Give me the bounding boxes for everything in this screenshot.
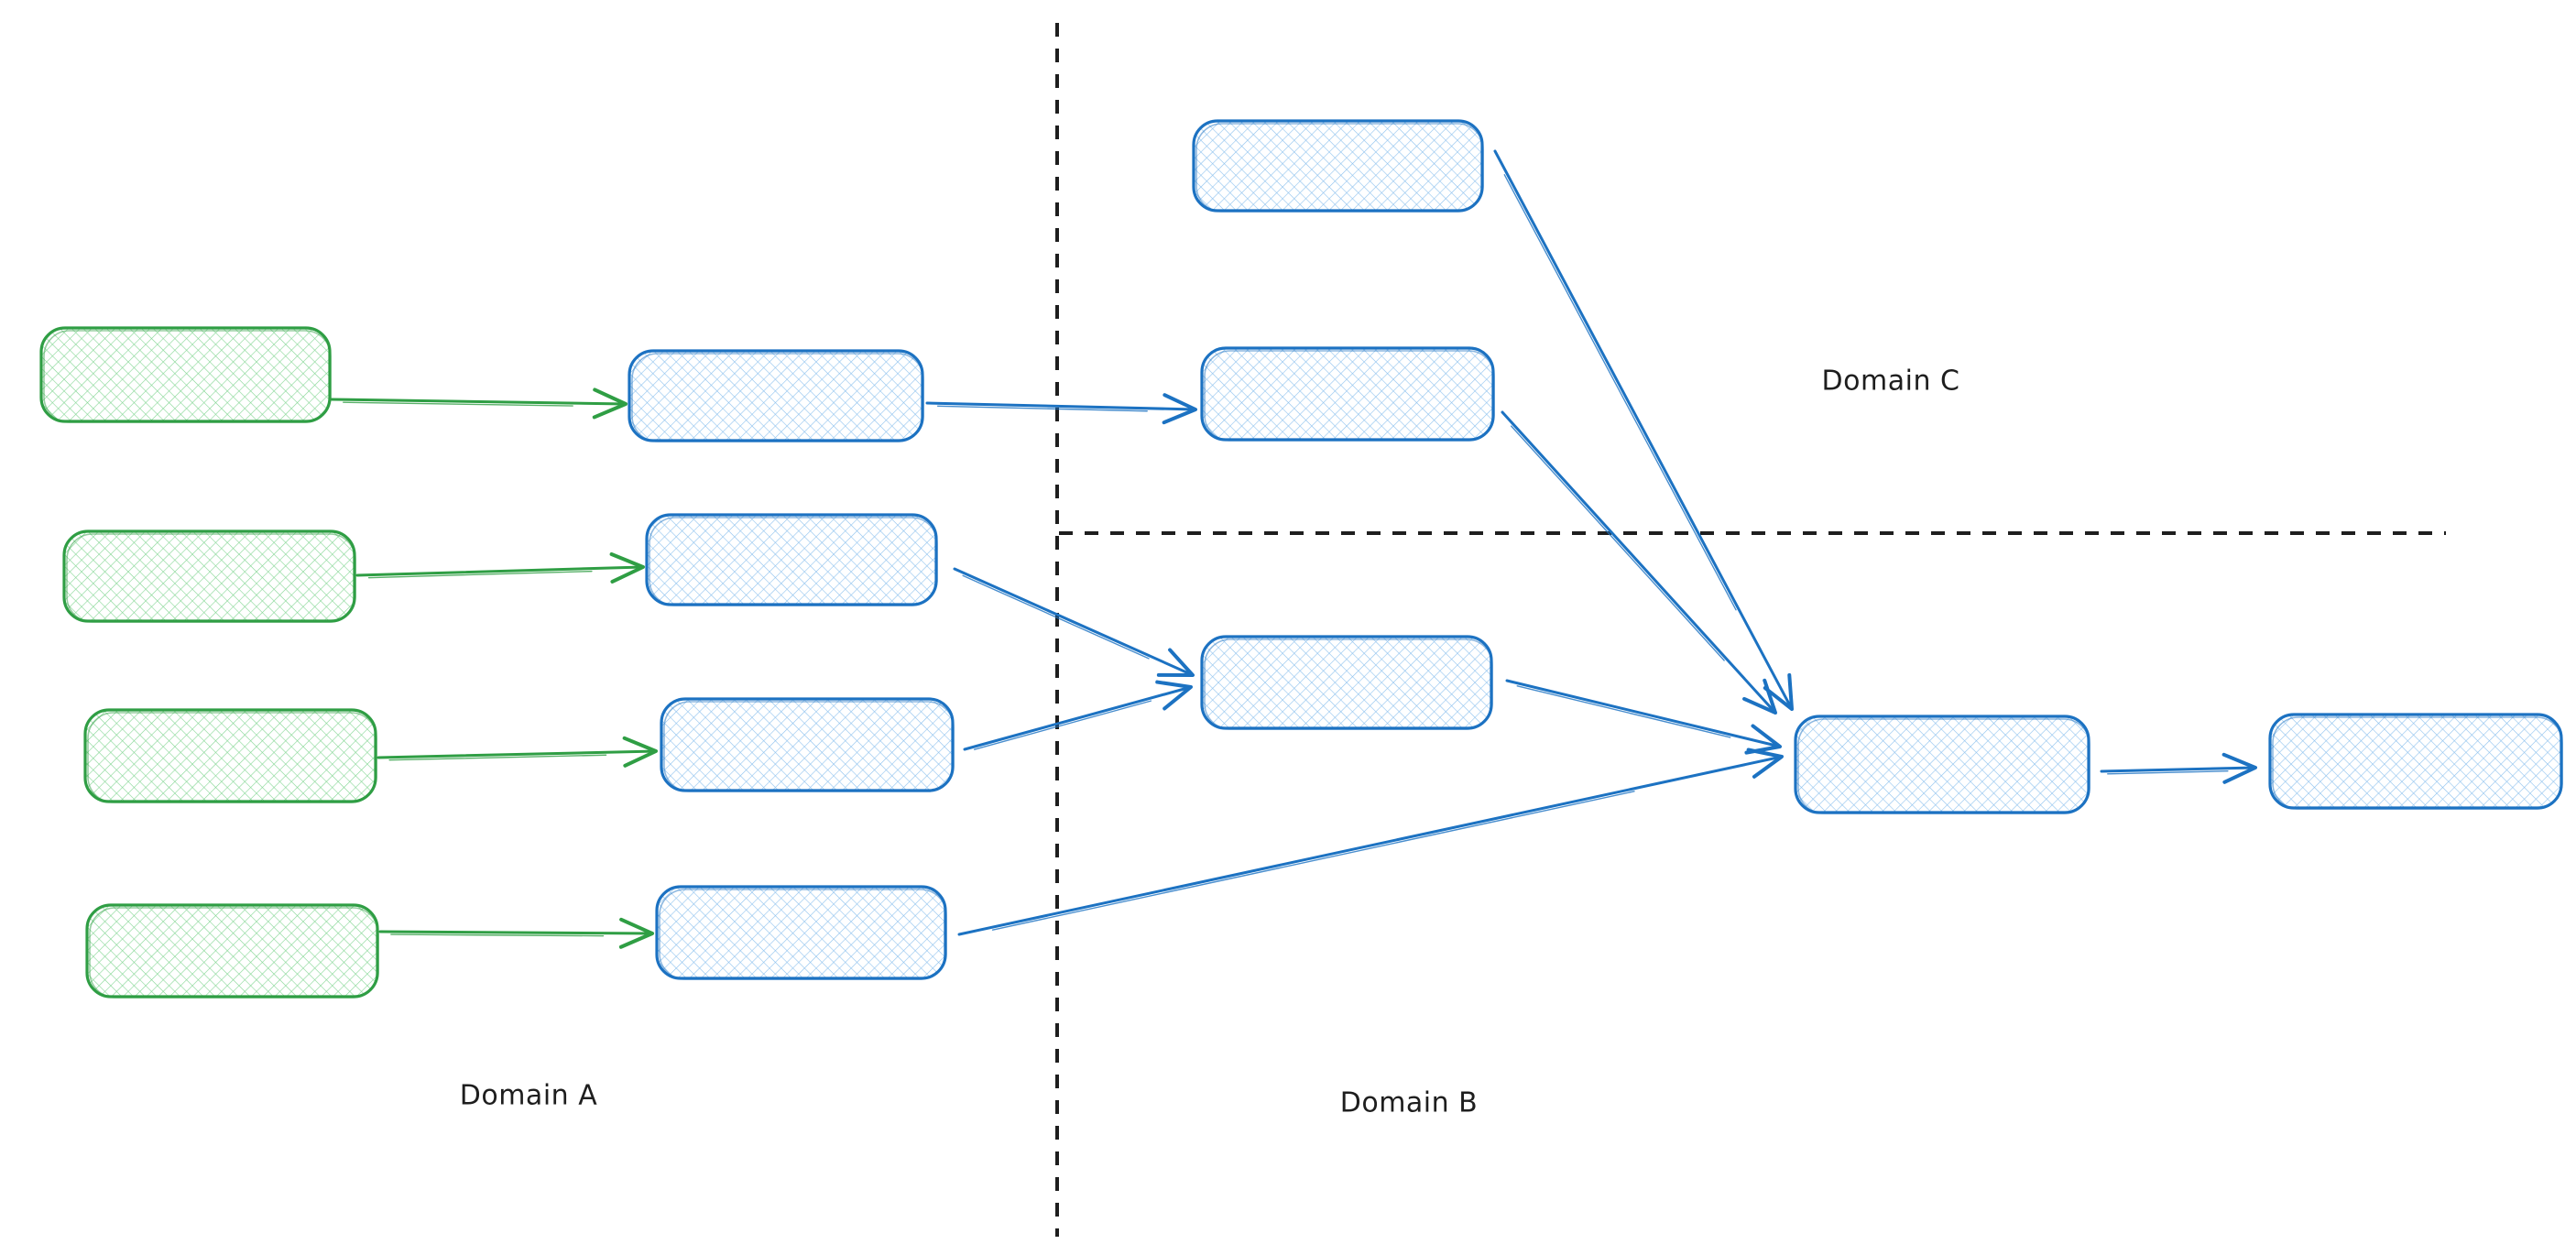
domain-b-output-node-box bbox=[2268, 713, 2563, 810]
edge-node1-to-b1-line bbox=[925, 393, 1197, 425]
domain-b-label: Domain B bbox=[1340, 1087, 1479, 1119]
domain-b-node-1 bbox=[1200, 346, 1495, 442]
diagram-labels: Domain A Domain B Domain C bbox=[460, 366, 1960, 1119]
domain-a-source-2-sketch-outline bbox=[66, 533, 356, 623]
domain-a-node-3 bbox=[660, 697, 955, 792]
domain-b-node-1-box bbox=[1200, 346, 1495, 442]
edge-node3-to-b2-sketch-stroke bbox=[973, 700, 1152, 750]
domain-c-label: Domain C bbox=[1822, 366, 1960, 398]
domain-a-node-2-sketch-outline bbox=[649, 517, 938, 606]
domain-a-source-1 bbox=[39, 326, 332, 423]
edge-b1-to-aggregator-line bbox=[1501, 410, 1777, 715]
edge-node3-to-b2 bbox=[963, 680, 1193, 751]
domain-a-source-4 bbox=[85, 903, 379, 999]
domain-a-source-3-sketch-outline bbox=[87, 712, 377, 803]
edge-source4-to-node4-sketch-stroke bbox=[390, 933, 605, 937]
domain-a-node-3-sketch-outline bbox=[663, 701, 955, 792]
domain-a-source-2-box bbox=[62, 529, 356, 623]
edge-node3-to-b2-line bbox=[963, 680, 1193, 751]
domain-a-label: Domain A bbox=[460, 1080, 597, 1112]
domain-a-node-1-box bbox=[628, 349, 924, 442]
edge-node4-to-aggregator bbox=[957, 748, 1784, 936]
domain-c-node bbox=[1192, 119, 1484, 213]
edge-node2-to-b2 bbox=[953, 567, 1195, 677]
edge-b1-to-aggregator bbox=[1501, 410, 1777, 715]
edge-b2-to-aggregator-sketch-stroke bbox=[1516, 685, 1731, 738]
edge-source3-to-node3-sketch-stroke bbox=[388, 754, 607, 761]
domain-a-node-4 bbox=[655, 885, 947, 980]
domain-a-source-3-box bbox=[83, 708, 377, 803]
domain-a-source-1-box bbox=[39, 326, 332, 423]
domain-a-node-1 bbox=[628, 349, 924, 442]
domain-a-source-4-box bbox=[85, 903, 379, 999]
diagram-edges bbox=[330, 149, 2257, 949]
edge-b1-to-aggregator-sketch-stroke bbox=[1510, 425, 1725, 661]
domain-c-node-sketch-outline bbox=[1195, 123, 1484, 213]
edge-b2-to-aggregator-line bbox=[1505, 679, 1782, 755]
edge-source1-to-node1 bbox=[330, 387, 628, 420]
edge-source2-to-node2-line bbox=[355, 551, 645, 584]
domain-b-node-1-sketch-outline bbox=[1204, 350, 1495, 442]
domain-a-node-2 bbox=[645, 513, 938, 606]
edge-b2-to-aggregator bbox=[1505, 679, 1782, 755]
domain-b-output-node-sketch-outline bbox=[2272, 716, 2563, 810]
domain-b-aggregator-node-box bbox=[1794, 715, 2090, 814]
edge-source3-to-node3-line bbox=[377, 736, 658, 768]
diagram-nodes bbox=[39, 119, 2563, 999]
edge-source1-to-node1-line bbox=[330, 387, 628, 420]
edge-aggregator-to-output bbox=[2100, 752, 2257, 784]
domain-a-node-4-box bbox=[655, 885, 947, 980]
domain-b-node-2-box bbox=[1200, 635, 1493, 730]
edge-node1-to-b1-sketch-stroke bbox=[936, 405, 1148, 412]
edge-node4-to-aggregator-sketch-stroke bbox=[991, 791, 1635, 931]
edge-source2-to-node2 bbox=[355, 551, 645, 584]
edge-domainc-to-aggregator-sketch-stroke bbox=[1503, 174, 1737, 611]
edge-aggregator-to-output-line bbox=[2100, 752, 2257, 784]
domain-b-output-node bbox=[2268, 713, 2563, 810]
domain-a-node-4-sketch-outline bbox=[659, 889, 947, 980]
domain-a-source-3 bbox=[83, 708, 377, 803]
domain-b-aggregator-node bbox=[1794, 715, 2090, 814]
edge-source2-to-node2-sketch-stroke bbox=[367, 570, 593, 579]
domain-b-node-2-sketch-outline bbox=[1204, 638, 1493, 730]
domain-dividers bbox=[1055, 23, 2446, 1237]
domain-a-node-2-box bbox=[645, 513, 938, 606]
edge-source4-to-node4 bbox=[378, 917, 654, 949]
edge-node2-to-b2-sketch-stroke bbox=[962, 574, 1150, 660]
edge-domainc-to-aggregator bbox=[1493, 149, 1794, 711]
domain-b-node-2 bbox=[1200, 635, 1493, 730]
domain-c-node-box bbox=[1192, 119, 1484, 213]
edge-source3-to-node3 bbox=[377, 736, 658, 768]
domain-a-node-3-box bbox=[660, 697, 955, 792]
edge-node4-to-aggregator-line bbox=[957, 748, 1784, 936]
domain-b-aggregator-node-sketch-outline bbox=[1797, 718, 2090, 814]
edge-source1-to-node1-sketch-stroke bbox=[343, 401, 573, 407]
domain-a-source-2 bbox=[62, 529, 356, 623]
edge-domainc-to-aggregator-line bbox=[1493, 149, 1794, 711]
domain-a-node-1-sketch-outline bbox=[631, 353, 924, 442]
edge-source4-to-node4-line bbox=[378, 917, 654, 949]
edge-node2-to-b2-line bbox=[953, 567, 1195, 677]
domain-a-source-1-sketch-outline bbox=[43, 330, 332, 423]
edge-aggregator-to-output-sketch-stroke bbox=[2107, 770, 2229, 775]
domain-a-source-4-sketch-outline bbox=[89, 907, 379, 999]
edge-node1-to-b1 bbox=[925, 393, 1197, 425]
